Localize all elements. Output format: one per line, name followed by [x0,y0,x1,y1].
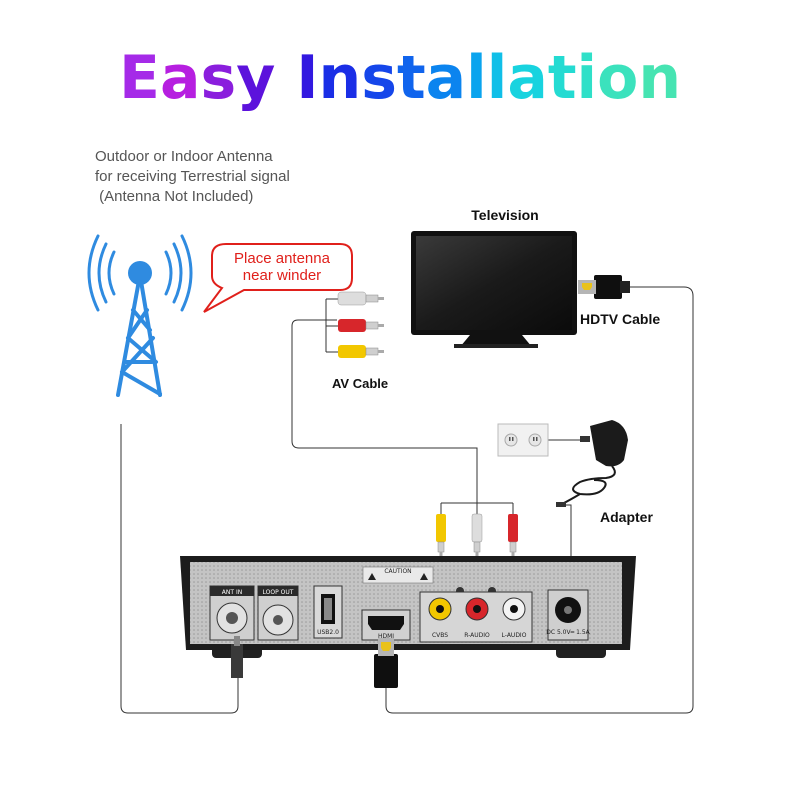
dc-power-port: DC 5.0V═ 1.5A [546,589,591,641]
wall-outlet-icon [497,423,549,457]
callout-bubble [203,243,353,313]
ant-in-port: ANT IN [209,585,255,641]
caution-label: CAUTION [384,568,411,575]
television-icon [411,231,577,348]
rca-ports: CVBS R-AUDIO L-AUDIO [419,591,533,643]
loop-out-port: LOOP OUT [257,585,299,641]
svg-text:CVBS: CVBS [432,632,448,639]
svg-text:R-AUDIO: R-AUDIO [464,632,490,639]
callout-text: Place antenna near winder [234,250,330,284]
page-title: Easy Installation [118,43,682,113]
av-plugs-down-icon [436,513,518,558]
svg-text:USB2.0: USB2.0 [317,629,339,636]
adapter-label: Adapter [600,509,653,525]
av-wire [291,319,478,503]
power-adapter-icon [556,420,628,507]
hdtv-cable-label: HDTV Cable [580,311,661,327]
av-cable-label: AV Cable [332,376,389,391]
antenna-description: Outdoor or Indoor Antenna for receiving … [95,148,290,205]
hdmi-plug-icon [578,275,630,299]
usb-port: USB2.0 [313,585,343,639]
svg-text:ANT IN: ANT IN [222,589,242,596]
av-plugs-icon [337,291,384,358]
hdmi-plug-down-icon [374,638,398,688]
antenna-wire [120,424,239,714]
svg-text:DC 5.0V═ 1.5A: DC 5.0V═ 1.5A [546,629,590,636]
coax-plug-icon [231,636,243,678]
hdmi-port: HDMI [361,609,411,641]
svg-text:LOOP OUT: LOOP OUT [263,589,294,596]
television-label: Television [471,207,539,223]
receiver-box: CAUTION ANT IN LOOP OUT USB2.0 [180,556,636,658]
svg-text:L-AUDIO: L-AUDIO [502,632,527,639]
svg-text:HDMI: HDMI [378,633,394,640]
hdmi-wire [385,286,694,714]
antenna-tower-icon [87,234,193,397]
